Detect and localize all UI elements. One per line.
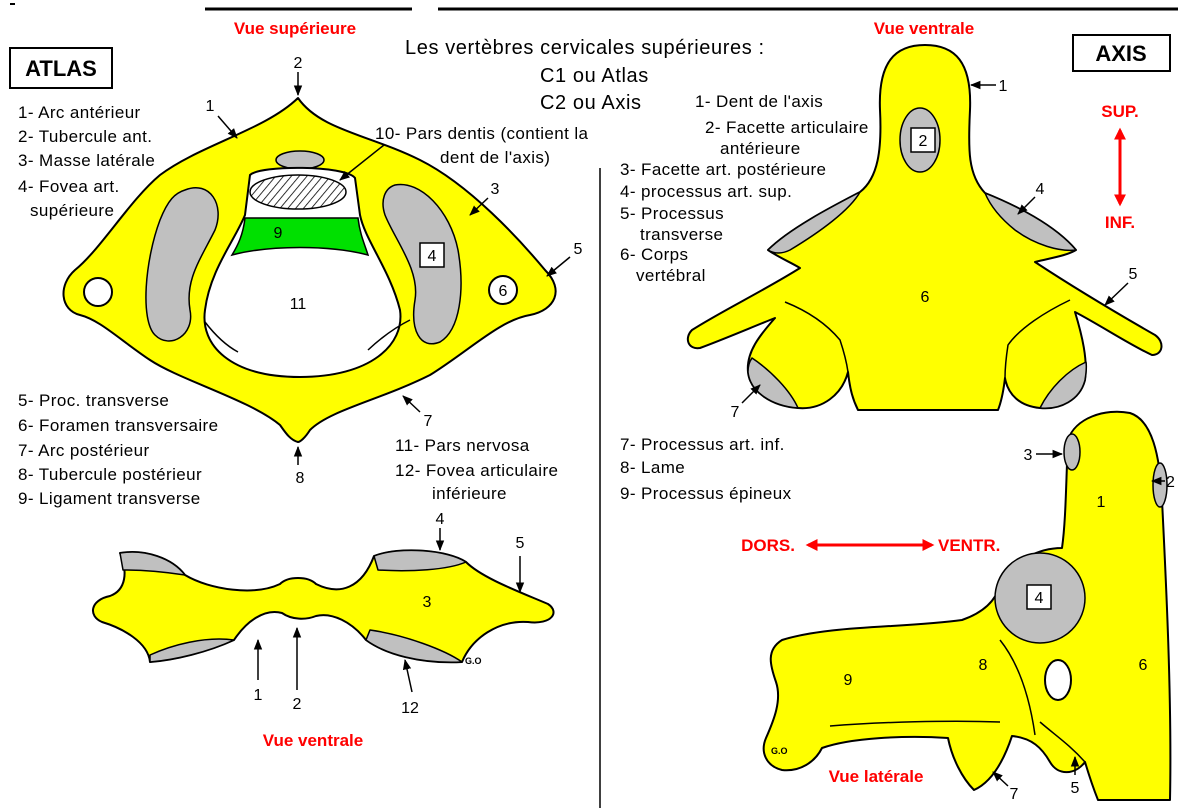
marker-1: 1 (206, 98, 215, 115)
atlas-legend-4: 4- Fovea art. (18, 177, 120, 196)
marker-5: 5 (574, 241, 583, 258)
marker-12: 12 (401, 700, 419, 717)
atlas-legend-11: 11- Pars nervosa (395, 436, 530, 455)
transverse-foramen (1045, 660, 1071, 700)
atlas-legend-12: 12- Fovea articulaire (395, 461, 558, 480)
marker-9: 9 (844, 672, 853, 689)
marker-3: 3 (423, 594, 432, 611)
orientation-dors: DORS. (741, 536, 795, 555)
marker-4: 4 (1036, 181, 1045, 198)
author-signature: G.O (771, 746, 788, 756)
axis-legend-8: 8- Lame (620, 458, 685, 477)
orientation-ventr: VENTR. (938, 536, 1000, 555)
marker-8: 8 (979, 657, 988, 674)
atlas-legend-4-cont: supérieure (30, 201, 114, 220)
axis-legend-6: 6- Corps (620, 245, 688, 264)
atlas-legend-6: 6- Foramen transversaire (18, 416, 218, 435)
marker-6: 6 (1139, 657, 1148, 674)
marker-6: 6 (499, 283, 508, 300)
marker-3: 3 (491, 181, 500, 198)
corner-mark (10, 3, 15, 5)
axis-legend-2-cont: antérieure (720, 139, 801, 158)
atlas-legend-1: 1- Arc antérieur (18, 103, 141, 122)
marker-3: 3 (1024, 447, 1033, 464)
left-transverse-foramen (84, 278, 112, 306)
orientation-sup: SUP. (1101, 102, 1139, 121)
atlas-ventral-caption: Vue ventrale (263, 731, 363, 750)
marker-8: 8 (296, 470, 305, 487)
anterior-dens-facet (1153, 463, 1167, 507)
atlas-title: ATLAS (25, 56, 97, 81)
page-title: Les vertèbres cervicales supérieures : (405, 37, 765, 59)
marker-4: 4 (428, 248, 437, 265)
marker-2: 2 (294, 55, 303, 72)
axis-title: AXIS (1095, 41, 1146, 66)
axis-legend-9: 9- Processus épineux (620, 484, 792, 503)
axis-legend-4: 4- processus art. sup. (620, 182, 792, 201)
axis-lateral-caption: Vue latérale (829, 767, 924, 786)
callout-10-line-2: dent de l'axis) (440, 148, 550, 167)
atlas-legend-9: 9- Ligament transverse (18, 489, 201, 508)
marker-6: 6 (921, 289, 930, 306)
axis-legend-5-cont: transverse (640, 225, 723, 244)
marker-7: 7 (424, 413, 433, 430)
atlas-legend-8: 8- Tubercule postérieur (18, 465, 202, 484)
axis-legend-6-cont: vertébral (636, 266, 706, 285)
axis-legend-1: 1- Dent de l'axis (695, 92, 823, 111)
atlas-legend-5: 5- Proc. transverse (18, 391, 169, 410)
marker-4: 4 (1035, 590, 1044, 607)
atlas-legend-2: 2- Tubercule ant. (18, 127, 152, 146)
dens-section-hatched (250, 175, 346, 209)
dens-facet-anterior-arc (276, 151, 324, 169)
axis-ventral-caption: Vue ventrale (874, 19, 974, 38)
callout-10-line-1: 10- Pars dentis (contient la (375, 124, 589, 143)
atlas-legend-12-cont: inférieure (432, 484, 507, 503)
marker-1: 1 (999, 78, 1008, 95)
marker-2: 2 (1166, 474, 1175, 491)
posterior-dens-facet (1064, 434, 1080, 470)
subtitle-c2: C2 ou Axis (540, 92, 642, 114)
marker-5: 5 (1071, 780, 1080, 797)
marker-5: 5 (516, 535, 525, 552)
atlas-superior-caption: Vue supérieure (234, 19, 356, 38)
marker-1: 1 (1097, 494, 1106, 511)
atlas-legend-7: 7- Arc postérieur (18, 441, 150, 460)
subtitle-c1: C1 ou Atlas (540, 65, 649, 87)
marker-1: 1 (254, 687, 263, 704)
marker-2: 2 (293, 696, 302, 713)
author-signature: G.O (465, 656, 482, 666)
axis-legend-7: 7- Processus art. inf. (620, 435, 785, 454)
marker-7: 7 (1010, 786, 1019, 803)
orientation-inf: INF. (1105, 213, 1135, 232)
marker-4: 4 (436, 511, 445, 528)
axis-legend-5: 5- Processus (620, 204, 724, 223)
marker-9: 9 (274, 225, 283, 242)
axis-legend-3: 3- Facette art. postérieure (620, 160, 826, 179)
marker-5: 5 (1129, 266, 1138, 283)
marker-7: 7 (731, 404, 740, 421)
marker-11: 11 (290, 296, 307, 313)
axis-legend-2: 2- Facette articulaire (705, 118, 869, 137)
atlas-legend-3: 3- Masse latérale (18, 151, 155, 170)
marker-2: 2 (919, 133, 928, 150)
